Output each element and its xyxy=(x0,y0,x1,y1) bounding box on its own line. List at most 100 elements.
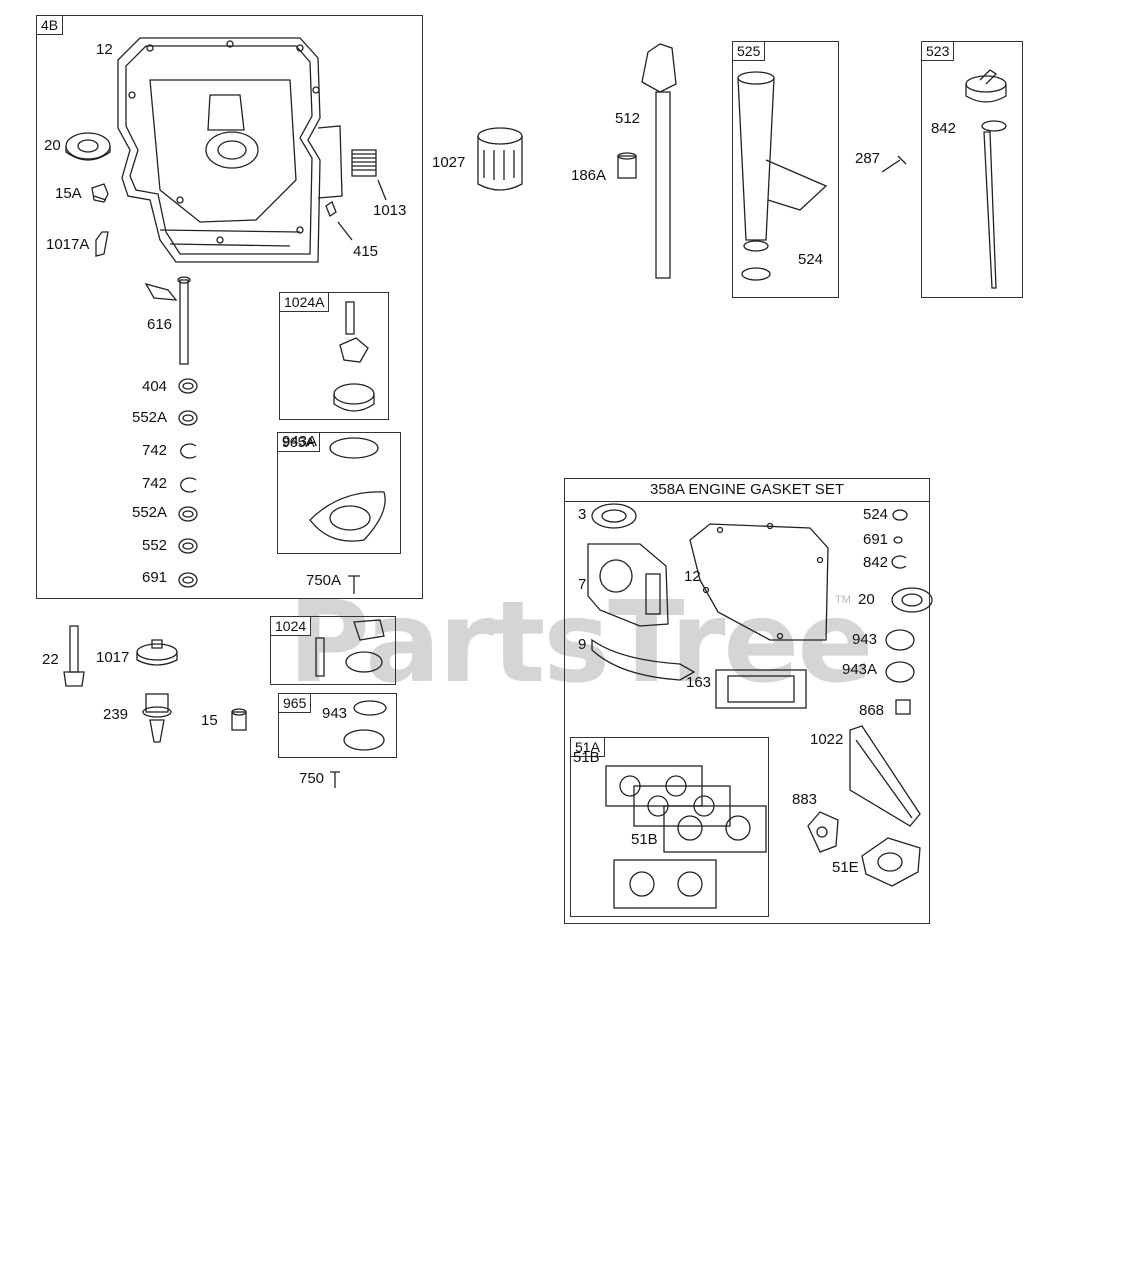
part-label[interactable]: 12 xyxy=(684,568,701,585)
crankcase-sump-drawing xyxy=(117,37,343,263)
part-label[interactable]: 616 xyxy=(147,316,173,333)
filter-screen-1013-drawing xyxy=(351,149,387,201)
gasket-set-title: 358A ENGINE GASKET SET xyxy=(565,479,929,502)
box-525: 525 xyxy=(732,41,839,298)
oil-pump-1024-drawing xyxy=(315,619,385,677)
part-label[interactable]: 20 xyxy=(44,137,61,154)
part-label[interactable]: 51B xyxy=(573,749,600,766)
part-label[interactable]: 552A xyxy=(132,504,168,521)
oring-943-drawing xyxy=(885,629,915,651)
part-label[interactable]: 51B xyxy=(631,831,658,848)
part-label[interactable]: 287 xyxy=(855,150,881,167)
box-label-525: 525 xyxy=(732,41,766,61)
dipstick-523-drawing xyxy=(965,69,1007,289)
part-label[interactable]: 239 xyxy=(103,706,129,723)
washer-552A-drawing xyxy=(178,410,198,426)
part-label[interactable]: 404 xyxy=(142,378,168,395)
part-label[interactable]: 51E xyxy=(832,859,859,876)
oil-seal-20-drawing xyxy=(65,132,111,161)
fill-tube-525-drawing xyxy=(737,71,828,281)
part-label[interactable]: 552 xyxy=(142,537,168,554)
part-label[interactable]: 943 xyxy=(852,631,878,648)
part-label[interactable]: 524 xyxy=(863,506,889,523)
watermark-trademark: TM xyxy=(835,594,851,606)
box-1024: 1024 xyxy=(270,616,396,685)
gasket-51E-drawing xyxy=(861,837,921,887)
box-965: 965 xyxy=(278,693,397,758)
part-label[interactable]: 524 xyxy=(798,251,824,268)
part-label[interactable]: 691 xyxy=(863,531,889,548)
box-523: 523 xyxy=(921,41,1023,298)
oil-pump-1024A-drawing xyxy=(333,301,375,412)
part-label[interactable]: 163 xyxy=(686,674,712,691)
oil-filter-1027-drawing xyxy=(477,127,523,191)
part-label[interactable]: 883 xyxy=(792,791,818,808)
washer-404-drawing xyxy=(178,378,198,394)
part-label[interactable]: 1017 xyxy=(96,649,130,666)
box-965A: 965A xyxy=(277,432,401,554)
part-label[interactable]: 20 xyxy=(858,591,875,608)
part-label[interactable]: 750 xyxy=(299,770,325,787)
seal-20-drawing xyxy=(891,587,933,613)
part-label[interactable]: 1017A xyxy=(46,236,90,253)
part-label[interactable]: 1027 xyxy=(432,154,466,171)
part-label[interactable]: 9 xyxy=(578,636,587,653)
part-label[interactable]: 186A xyxy=(571,167,607,184)
ring-742b-drawing xyxy=(180,477,197,493)
part-label[interactable]: 22 xyxy=(42,651,59,668)
head-gasket-7-drawing xyxy=(587,543,669,627)
part-1017A-drawing xyxy=(95,231,109,257)
box-label-965A: 965A xyxy=(277,432,320,452)
part-label[interactable]: 12 xyxy=(96,41,113,58)
part-label[interactable]: 415 xyxy=(353,243,379,260)
part-label[interactable]: 742 xyxy=(142,475,168,492)
part-label[interactable]: 750A xyxy=(306,572,342,589)
part-label[interactable]: 943 xyxy=(322,705,348,722)
washer-552A-2-drawing xyxy=(178,506,198,522)
part-label[interactable]: 742 xyxy=(142,442,168,459)
part-label[interactable]: 1013 xyxy=(373,202,407,219)
valve-cover-gasket-1022-drawing xyxy=(849,725,921,827)
box-label-1024: 1024 xyxy=(270,616,312,636)
bolt-287-drawing xyxy=(881,155,907,173)
part-415-drawing xyxy=(325,201,353,241)
part-label[interactable]: 552A xyxy=(132,409,168,426)
box-1024A: 1024A xyxy=(279,292,389,420)
box-gasket-set: 358A ENGINE GASKET SET xyxy=(564,478,930,924)
part-label[interactable]: 1022 xyxy=(810,731,844,748)
intake-gaskets-51A-drawing xyxy=(605,765,767,909)
part-label[interactable]: 868 xyxy=(859,702,885,719)
part-label[interactable]: 512 xyxy=(615,110,641,127)
pump-cover-965-drawing xyxy=(343,700,387,751)
ring-742-drawing xyxy=(180,443,197,459)
watermark: PartsTree xyxy=(288,578,873,708)
box-label-1024A: 1024A xyxy=(279,292,330,312)
gasket-883-drawing xyxy=(807,811,839,853)
box-4B: 4B xyxy=(36,15,423,599)
part-868-drawing xyxy=(895,699,911,715)
gasket-9-drawing xyxy=(591,638,696,681)
part-label[interactable]: 3 xyxy=(578,506,587,523)
oring-943A-drawing xyxy=(885,661,915,683)
part-1017-drawing xyxy=(136,639,178,666)
part-239-drawing xyxy=(142,693,172,743)
part-label[interactable]: 691 xyxy=(142,569,168,586)
part-label[interactable]: 943A xyxy=(842,661,878,678)
seal-3-drawing xyxy=(591,503,637,529)
crankcase-gasket-12-drawing xyxy=(689,522,829,641)
part-label[interactable]: 15A xyxy=(55,185,82,202)
pump-cover-965A-drawing xyxy=(309,437,386,542)
washer-691-drawing xyxy=(178,572,198,588)
part-label[interactable]: 842 xyxy=(931,120,957,137)
screw-750-drawing xyxy=(330,771,340,788)
part-label[interactable]: 7 xyxy=(578,576,587,593)
screw-750A-drawing xyxy=(348,575,360,594)
bolt-22-drawing xyxy=(63,625,85,687)
part-label[interactable]: 943A xyxy=(282,433,318,450)
box-label-51A: 51A xyxy=(570,737,605,757)
part-label[interactable]: 842 xyxy=(863,554,889,571)
part-186A-drawing xyxy=(617,152,637,179)
part-label[interactable]: 15 xyxy=(201,712,218,729)
